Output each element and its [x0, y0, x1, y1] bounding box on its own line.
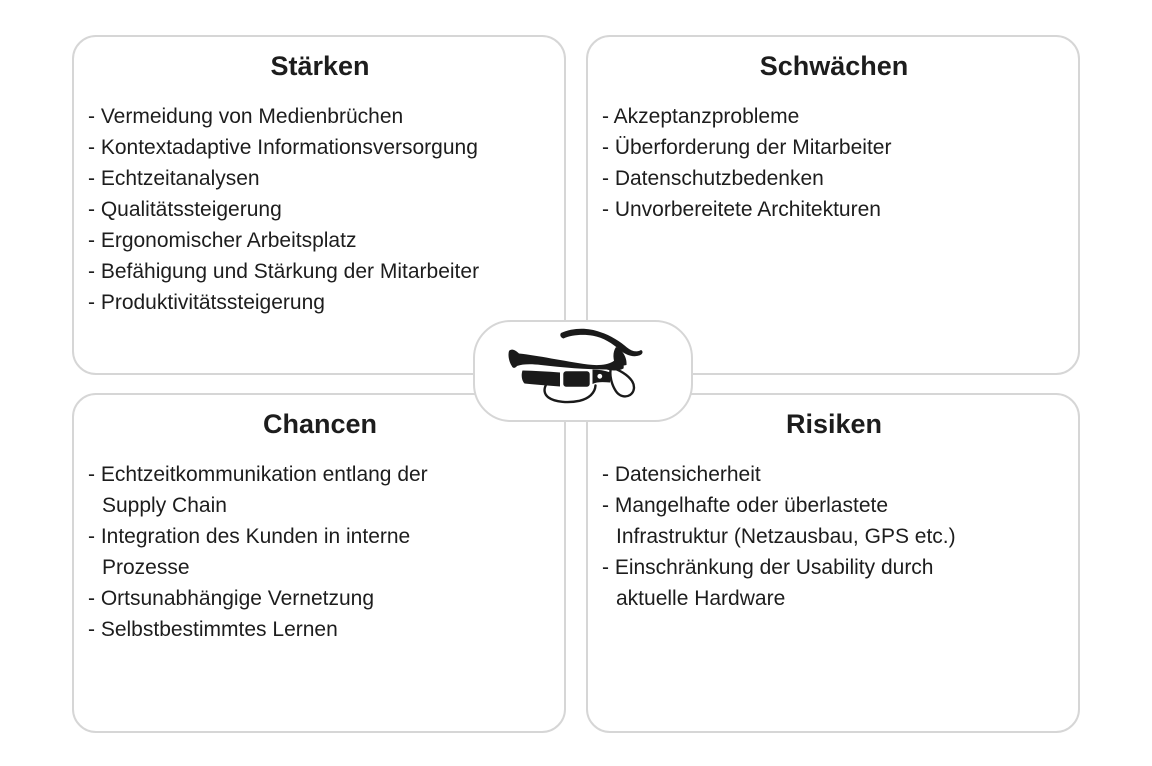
list-item: - Ortsunabhängige Vernetzung	[88, 587, 375, 610]
center-badge	[473, 320, 693, 422]
smart-glasses-icon	[508, 328, 643, 403]
list-item: - Befähigung und Stärkung der Mitarbeite…	[88, 260, 480, 283]
list-item: - Überforderung der Mitarbeiter	[602, 136, 892, 159]
quadrant-title-chancen: Chancen	[262, 409, 378, 439]
list-item: - Kontextadaptive Informationsversorgung	[88, 136, 478, 159]
quadrant-list-chancen: - Echtzeitkommunikation entlang der Supp…	[88, 459, 552, 645]
list-item: - Vermeidung von Medienbrüchen	[88, 105, 404, 128]
list-item: - Datenschutzbedenken	[602, 167, 824, 190]
list-item: - Ergonomischer Arbeitsplatz	[88, 229, 357, 252]
quadrant-title-risiken: Risiken	[785, 409, 883, 439]
quadrant-list-schwaechen: - Akzeptanzprobleme - Überforderung der M…	[602, 101, 1066, 225]
quadrant-title-schwaechen: Schwächen	[759, 51, 909, 81]
list-item: - Datensicherheit	[602, 463, 761, 486]
quadrant-list-risiken: - Datensicherheit - Mangelhafte oder über…	[602, 459, 1066, 614]
list-item: - Echtzeitkommunikation entlang der Supp…	[88, 463, 428, 517]
quadrant-staerken: Stärken - Vermeidung von Medienbrüchen- …	[72, 35, 566, 375]
quadrant-grid: Stärken - Vermeidung von Medienbrüchen- …	[72, 35, 1080, 733]
list-item: - Integration des Kunden in interne Proz…	[88, 525, 411, 579]
list-item: - Mangelhafte oder überlastete Infrastru…	[602, 494, 956, 548]
quadrant-chancen: Chancen - Echtzeitkommunikation entlang …	[72, 393, 566, 733]
quadrant-schwaechen: Schwächen - Akzeptanzprobleme - Überforde…	[586, 35, 1080, 375]
quadrant-title-staerken: Stärken	[270, 51, 370, 81]
list-item: - Qualitätssteigerung	[88, 198, 282, 221]
list-item: - Einschränkung der Usability durch aktu…	[602, 556, 934, 610]
list-item: - Selbstbestimmtes Lernen	[88, 618, 338, 641]
quadrant-risiken: Risiken - Datensicherheit - Mangelhafte o…	[586, 393, 1080, 733]
list-item: - Akzeptanzprobleme	[602, 105, 800, 128]
list-item: - Produktivitätssteigerung	[88, 291, 325, 314]
list-item: - Echtzeitanalysen	[88, 167, 260, 190]
quadrant-list-staerken: - Vermeidung von Medienbrüchen - Kontexta…	[88, 101, 552, 318]
list-item: - Unvorbereitete Architekturen	[602, 198, 881, 221]
